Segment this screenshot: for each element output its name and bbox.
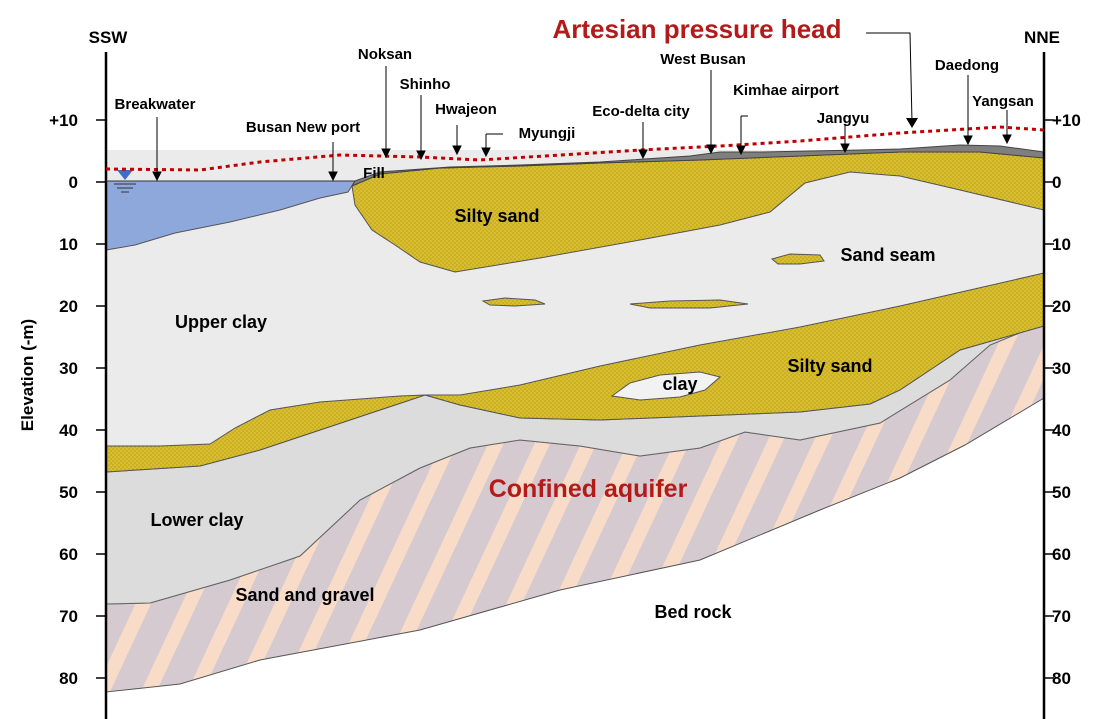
right-tick-label: 10 [1052, 235, 1071, 254]
figure-title: Artesian pressure head [552, 14, 841, 44]
left-tick-label: +10 [49, 111, 78, 130]
water-level-icon [117, 170, 133, 180]
layer-label: clay [662, 374, 697, 394]
left-tick-label: 30 [59, 359, 78, 378]
right-tick-label: 0 [1052, 173, 1061, 192]
layer-label: Sand and gravel [235, 585, 374, 605]
right-tick-label: 40 [1052, 421, 1071, 440]
right-tick-label: 30 [1052, 359, 1071, 378]
location-label: Daedong [935, 57, 999, 74]
location-label: West Busan [660, 51, 746, 68]
location-label: Jangyu [817, 110, 870, 127]
fill-label: Fill [363, 165, 385, 182]
direction-right-label: NNE [1024, 28, 1060, 47]
arrow-icon [906, 118, 918, 128]
left-tick-label: 20 [59, 297, 78, 316]
layer-label: Bed rock [654, 602, 732, 622]
sand-seam-lens [481, 297, 546, 307]
sand-seam-lens [629, 299, 749, 309]
right-tick-label: 60 [1052, 545, 1071, 564]
right-tick-label: 50 [1052, 483, 1071, 502]
location-label: Yangsan [972, 93, 1034, 110]
layer-label: Upper clay [175, 312, 267, 332]
title-leader-line [866, 32, 913, 123]
y-axis-label: Elevation (-m) [18, 319, 37, 431]
artesian-pressure-line [105, 125, 1045, 172]
axis-ticks [96, 119, 1054, 679]
clay-lens [610, 371, 722, 401]
location-label: Breakwater [115, 96, 196, 113]
location-label: Busan New port [246, 119, 360, 136]
left-tick-label: 80 [59, 669, 78, 688]
location-label: Hwajeon [435, 101, 497, 118]
location-label: Noksan [358, 46, 412, 63]
location-label: Eco-delta city [592, 103, 690, 120]
location-label: Myungji [519, 125, 576, 142]
direction-left-label: SSW [89, 28, 129, 47]
left-tick-label: 50 [59, 483, 78, 502]
location-label: Shinho [400, 76, 451, 93]
left-tick-label: 60 [59, 545, 78, 564]
right-tick-label: 70 [1052, 607, 1071, 626]
location-label: Kimhae airport [733, 82, 839, 99]
tick-labels: +10 +10 0 0 10 10 20 20 30 30 40 40 50 50 60 60 70 70 80 80 [49, 111, 1081, 688]
left-tick-label: 70 [59, 607, 78, 626]
location-arrows [152, 66, 1012, 182]
bed-rock-layer [106, 398, 1044, 719]
left-tick-label: 0 [69, 173, 78, 192]
layer-label: Sand seam [840, 245, 935, 265]
layer-label: Silty sand [787, 356, 872, 376]
layer-label: Silty sand [454, 206, 539, 226]
right-tick-label: +10 [1052, 111, 1081, 130]
sand-seam-lens [770, 253, 825, 265]
left-tick-label: 40 [59, 421, 78, 440]
right-tick-label: 20 [1052, 297, 1071, 316]
aquifer-label: Confined aquifer [489, 475, 688, 503]
right-tick-label: 80 [1052, 669, 1071, 688]
layer-label: Lower clay [150, 510, 243, 530]
left-tick-label: 10 [59, 235, 78, 254]
fill-layer [350, 144, 1045, 188]
